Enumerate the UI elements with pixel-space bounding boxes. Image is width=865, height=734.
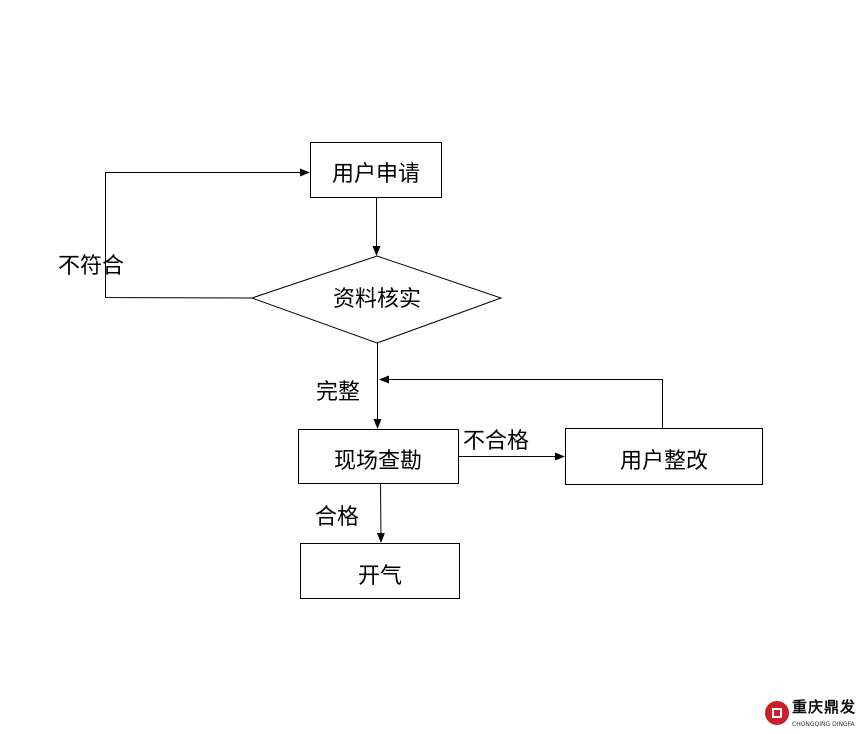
node-apply: 用户申请	[310, 142, 442, 198]
node-verify-label: 资料核实	[333, 287, 421, 312]
logo-cn: 重庆鼎发	[792, 698, 857, 716]
edge-complete-label: 完整	[316, 380, 360, 405]
node-rectify-label: 用户整改	[620, 449, 708, 474]
arrow-survey-to-open	[376, 482, 385, 543]
edge-not-conform-label: 不符合	[58, 254, 124, 279]
logo: 重庆鼎发 CHONGQING DINGFA	[765, 697, 856, 729]
node-survey-label: 现场查勘	[334, 449, 422, 474]
node-open: 开气	[300, 543, 460, 599]
node-open-label: 开气	[358, 564, 402, 589]
logo-text: 重庆鼎发 CHONGQING DINGFA	[792, 697, 856, 729]
arrow-rectify-back	[379, 375, 663, 428]
edge-qualified-label: 合格	[315, 505, 359, 530]
node-verify: 资料核实	[250, 255, 503, 344]
node-survey: 现场查勘	[298, 429, 459, 484]
node-rectify: 用户整改	[565, 428, 763, 485]
edge-unqualified-label: 不合格	[463, 429, 529, 454]
node-apply-label: 用户申请	[332, 162, 420, 187]
arrow-not-conform-loop	[105, 168, 310, 299]
logo-en: CHONGQING DINGFA	[792, 721, 855, 728]
logo-mark-icon	[765, 701, 789, 725]
